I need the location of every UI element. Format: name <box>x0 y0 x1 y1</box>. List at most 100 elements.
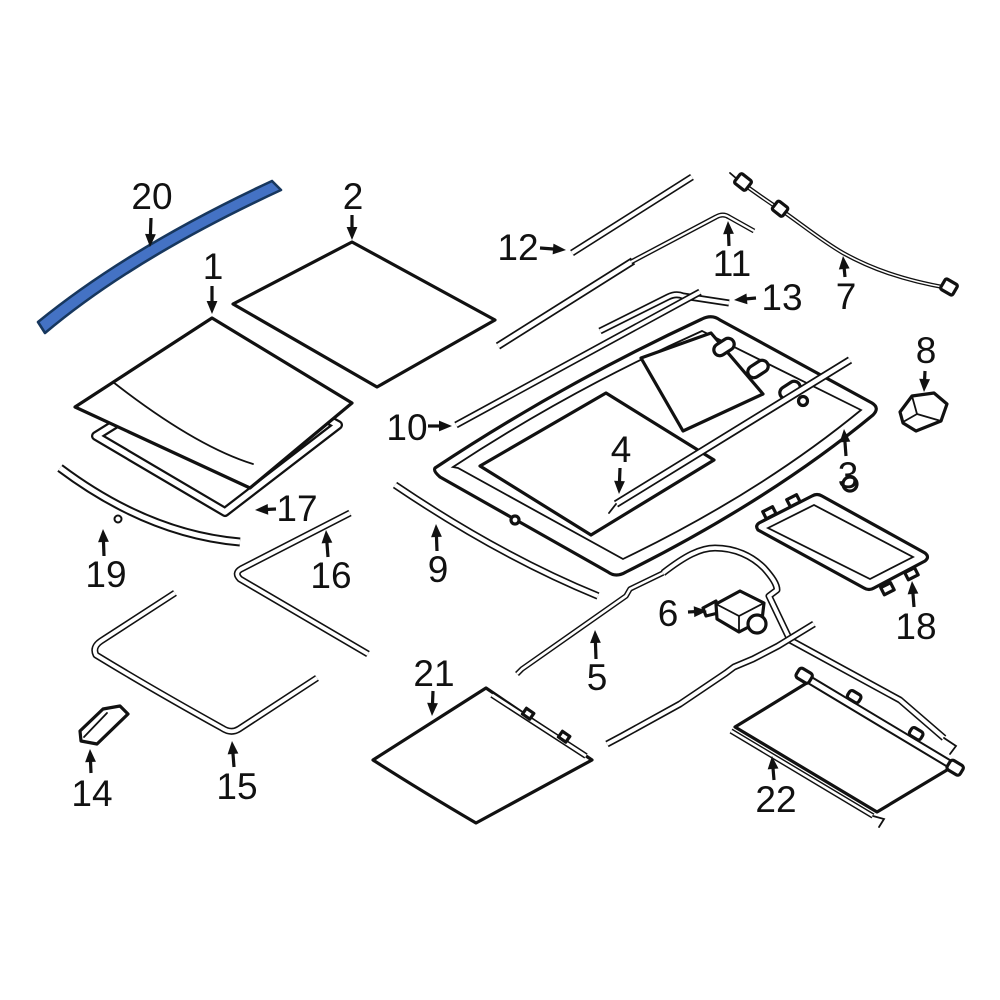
part-2-fixed-glass <box>231 240 497 389</box>
part-label-3: 3 <box>838 455 859 496</box>
frame-hole <box>796 394 810 408</box>
part-20-highlighted-molding <box>36 179 283 335</box>
part-9-front-channel <box>392 481 600 600</box>
leader-arrowhead-icon <box>431 524 442 538</box>
leader-arrowhead-icon <box>767 756 779 770</box>
part-label-19: 19 <box>85 554 126 595</box>
leader-arrowhead-icon <box>85 749 96 763</box>
part-label-7: 7 <box>836 276 857 317</box>
part-5-drain-strip <box>515 570 665 676</box>
leader-arrowhead-icon <box>98 529 109 543</box>
leader-arrow-14 <box>88 759 93 774</box>
leader-arrow-21 <box>430 690 435 706</box>
shade-end-cap <box>945 758 965 777</box>
highlight-strip <box>36 179 283 335</box>
part-label-8: 8 <box>916 330 937 371</box>
part-label-11: 11 <box>713 243 751 284</box>
leader-arrow-3 <box>843 439 848 457</box>
leader-arrow-12 <box>539 246 556 251</box>
cable-connector-icon <box>732 172 754 192</box>
part-label-4: 4 <box>611 429 632 470</box>
drain-tube <box>605 544 958 755</box>
part-19-front-strip <box>57 464 241 547</box>
panel-tab <box>761 505 778 521</box>
part-label-10: 10 <box>386 407 427 448</box>
leader-arrowhead-icon <box>839 429 851 443</box>
frame-slot-hole <box>712 336 736 358</box>
panel-tab <box>879 581 896 597</box>
leader-arrowhead-icon <box>255 503 269 515</box>
part-1-sunroof-glass <box>73 316 354 490</box>
deflector-clip <box>520 706 536 721</box>
part-7-drain-cable <box>729 172 959 297</box>
glass-reflection-line <box>112 381 254 465</box>
part-12-rail-strip <box>570 174 694 256</box>
part-8-clip <box>898 391 949 433</box>
grommet-hole <box>841 475 859 493</box>
part-label-14: 14 <box>71 773 112 814</box>
leader-arrow-11 <box>726 231 731 247</box>
part-21-wind-deflector <box>371 686 594 825</box>
part-13-rear-strip <box>598 291 730 335</box>
leader-arrowhead-icon <box>227 741 239 755</box>
part-label-1: 1 <box>203 246 224 287</box>
leader-arrowhead-icon <box>919 378 931 392</box>
panel-tab <box>903 566 920 582</box>
leader-arrowhead-icon <box>734 293 748 305</box>
part-14-pad <box>78 704 130 746</box>
frame-hole <box>509 514 521 526</box>
leader-arrow-4 <box>617 467 622 484</box>
leader-arrowhead-icon <box>145 233 156 247</box>
part-label-20: 20 <box>131 176 172 217</box>
part-10-edge-strip <box>454 288 702 429</box>
panel-tab <box>785 493 802 509</box>
part-label-13: 13 <box>761 277 802 318</box>
part-label-18: 18 <box>895 606 936 647</box>
leader-arrowhead-icon <box>693 606 707 618</box>
leader-arrow-20 <box>148 217 153 237</box>
part-3-sunroof-frame <box>432 315 878 577</box>
part-16-side-trim-right <box>233 509 370 658</box>
part-label-9: 9 <box>428 549 449 590</box>
part-22-roller-shade <box>729 666 965 828</box>
cable-connector-icon <box>939 277 959 297</box>
motor-boss <box>746 613 768 635</box>
leader-arrowhead-icon <box>907 581 919 595</box>
part-15-side-trim-left <box>91 590 319 735</box>
shade-clip <box>907 725 925 742</box>
strip-hole <box>113 514 123 524</box>
part-label-12: 12 <box>497 227 538 268</box>
leader-arrowhead-icon <box>321 530 333 544</box>
cable-connector-icon <box>770 199 790 218</box>
part-label-21: 21 <box>413 653 454 694</box>
part-label-16: 16 <box>310 555 351 596</box>
leader-arrowhead-icon <box>346 227 358 240</box>
leader-arrowhead-icon <box>590 630 601 644</box>
frame-slot-hole <box>746 358 770 380</box>
leader-arrow-5 <box>593 640 598 660</box>
part-6-motor <box>701 589 768 635</box>
part-label-6: 6 <box>658 593 679 634</box>
shade-end-cap <box>794 666 814 685</box>
leader-arrowhead-icon <box>838 256 850 270</box>
part-label-17: 17 <box>276 488 317 529</box>
shade-clip <box>845 688 863 705</box>
part-label-22: 22 <box>755 779 796 820</box>
deflector-clip <box>556 729 572 744</box>
leader-arrow-16 <box>325 540 330 558</box>
leader-arrowhead-icon <box>427 702 438 716</box>
part-4-guide-rail <box>608 356 853 514</box>
leader-arrowhead-icon <box>552 243 566 255</box>
part-11-drip-rail <box>495 212 756 350</box>
part-label-15: 15 <box>216 766 257 807</box>
leader-arrow-18 <box>911 591 916 608</box>
leader-arrow-9 <box>434 534 439 552</box>
leader-arrowhead-icon <box>206 301 218 314</box>
leader-arrowhead-icon <box>614 480 625 494</box>
leader-arrow-19 <box>101 539 106 557</box>
part-label-5: 5 <box>587 657 608 698</box>
leader-arrow-15 <box>231 751 236 768</box>
